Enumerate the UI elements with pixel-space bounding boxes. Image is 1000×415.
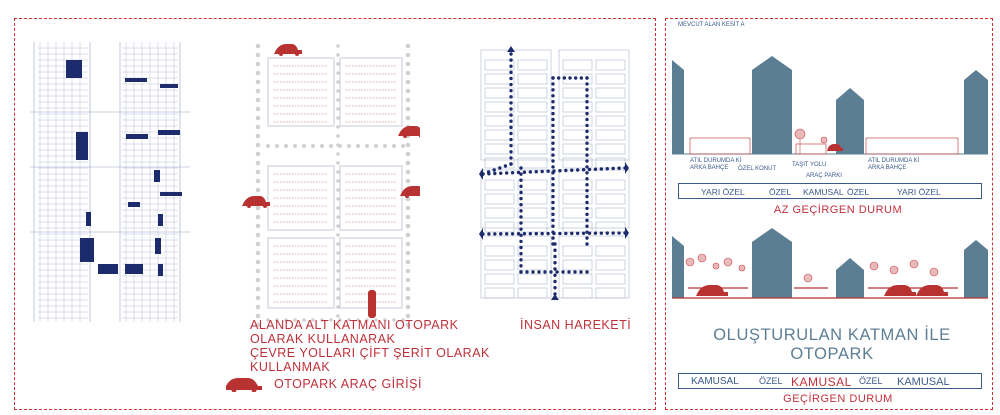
proposed-section-drawing — [672, 228, 988, 299]
caption-line-1: ALANDA ALT KATMANI OTOPARK — [250, 318, 459, 332]
legend-label: OTOPARK ARAÇ GİRİŞİ — [274, 377, 422, 391]
label-atil-left-2: ARKA BAHÇE — [690, 165, 729, 171]
movement-caption: İNSAN HAREKETİ — [520, 318, 632, 332]
bottom-zone-5: KAMUSAL — [897, 376, 950, 388]
top-zone-4: ÖZEL — [847, 187, 870, 197]
bottom-zone-1: KAMUSAL — [691, 376, 739, 387]
caption-line-3: ÇEVRE YOLLARI ÇİFT ŞERİT OLARAK — [250, 346, 490, 360]
existing-section-drawing — [672, 56, 988, 155]
bottom-status: GEÇİRGEN DURUM — [783, 393, 893, 405]
label-tasit-yolu: TAŞIT YOLU — [792, 162, 827, 168]
label-atil-left-1: ATIL DURUMDA Kİ — [690, 158, 742, 164]
car-icon — [226, 378, 262, 392]
section-title: MEVCUT ALAN KESİT A — [678, 22, 745, 28]
label-ozel-konut: ÖZEL KONUT — [738, 166, 777, 172]
footprint-plan-map — [30, 42, 190, 322]
label-atil-right-2: ARKA BAHÇE — [868, 165, 907, 171]
label-atil-right-1: ATIL DURUMDA Kİ — [868, 158, 920, 164]
bottom-zone-band: KAMUSAL ÖZEL KAMUSAL ÖZEL KAMUSAL — [678, 373, 982, 389]
bottom-headline: OLUŞTURULAN KATMAN İLE OTOPARK — [713, 326, 951, 363]
bottom-zone-3: KAMUSAL — [791, 375, 852, 389]
bottom-zone-4: ÖZEL — [859, 376, 883, 386]
top-zone-1: YARI ÖZEL — [701, 187, 745, 197]
top-zone-band: YARI ÖZEL ÖZEL KAMUSAL ÖZEL YARI ÖZEL — [678, 183, 982, 199]
right-panel-frame — [665, 18, 993, 410]
label-atil-left: ATIL DURUMDA Kİ ARKA BAHÇE — [690, 158, 741, 172]
human-movement-map — [479, 46, 630, 300]
top-status: AZ GEÇİRGEN DURUM — [773, 204, 903, 216]
caption-line-2: OLARAK KULLANARAK — [250, 332, 396, 346]
bottom-zone-2: ÖZEL — [759, 376, 783, 386]
label-arac-parki: ARAÇ PARKI — [806, 173, 842, 179]
left-panel-frame — [14, 18, 656, 410]
top-zone-2: ÖZEL — [769, 187, 792, 197]
parking-layer-map — [242, 43, 420, 328]
top-zone-3: KAMUSAL — [803, 187, 844, 197]
legend: OTOPARK ARAÇ GİRİŞİ — [224, 376, 422, 392]
top-zone-5: YARI ÖZEL — [897, 187, 941, 197]
parking-layer-caption: ALANDA ALT KATMANI OTOPARK OLARAK KULLAN… — [250, 318, 490, 374]
label-atil-right: ATIL DURUMDA Kİ ARKA BAHÇE — [868, 158, 919, 172]
caption-line-4: KULLANMAK — [250, 360, 331, 374]
